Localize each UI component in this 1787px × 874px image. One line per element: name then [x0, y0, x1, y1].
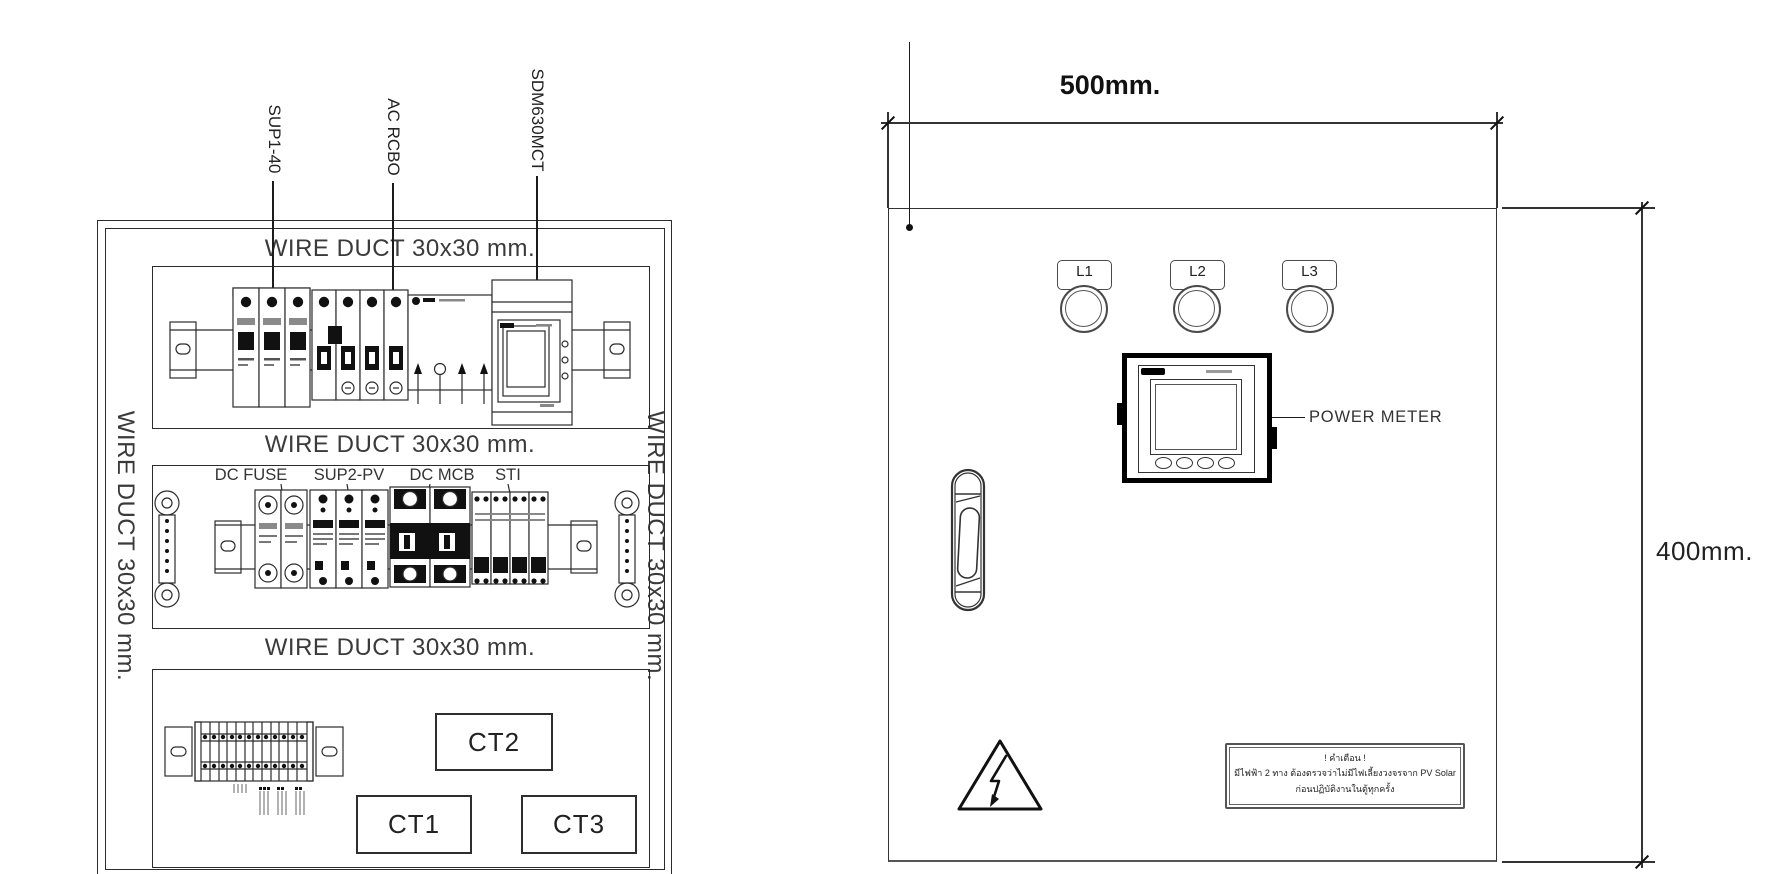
ct1-label: CT1 [387, 809, 441, 839]
warning-line-3: ก่อนปฏิบัติงานในตู้ทุกครั้ง [1295, 783, 1395, 794]
ac-section-box [152, 266, 650, 429]
power-meter-button-3 [1197, 457, 1214, 469]
dim-400-ext-bottom [1502, 861, 1655, 863]
door-handle [950, 468, 986, 612]
dim-500-ext-right [1496, 112, 1498, 208]
power-meter-clip-left [1117, 403, 1123, 425]
reference-dot [906, 224, 913, 231]
left-panel-inner-border [105, 228, 665, 870]
electrical-hazard-icon [957, 739, 1043, 811]
indicator-label-l2: L2 [1189, 263, 1206, 280]
callout-sdm630mct: SDM630MCT [528, 68, 547, 172]
pilot-lamp-l1 [1060, 285, 1108, 333]
ct1-box: CT1 [356, 795, 472, 854]
warning-label-text: ! คำเตือน ! มีไฟฟ้า 2 ทาง ต้องตรวจว่าไม่… [1229, 747, 1461, 805]
ct-section-box [152, 669, 650, 868]
reference-line [909, 42, 911, 228]
warning-line-1: ! คำเตือน ! [1324, 753, 1366, 763]
dc-row-label-dc-mcb: DC MCB [409, 466, 475, 484]
ac-din-rail-components [169, 279, 631, 426]
warning-label-plate: ! คำเตือน ! มีไฟฟ้า 2 ทาง ต้องตรวจว่าไม่… [1225, 743, 1465, 809]
dim-400-ext-top [1502, 207, 1655, 209]
left-panel-outer-border [97, 220, 672, 874]
indicator-label-l3: L3 [1301, 263, 1318, 280]
dim-500-text: 500mm. [1059, 70, 1161, 100]
indicator-tag-l1: L1 [1057, 260, 1112, 290]
power-meter-brand-mark [1141, 368, 1165, 375]
power-meter-button-4 [1218, 457, 1235, 469]
dc-section-box [152, 465, 650, 629]
callout-sup1-40: SUP1-40 [265, 104, 284, 174]
ct3-box: CT3 [521, 795, 637, 854]
power-meter-model-mark [1206, 370, 1232, 373]
dim-400-text: 400mm. [1656, 536, 1753, 566]
power-meter-leader [1272, 417, 1305, 419]
dc-row-label-sti: STI [495, 466, 521, 484]
pilot-lamp-l3 [1286, 285, 1334, 333]
wire-duct-label-middle: WIRE DUCT 30x30 mm. [264, 431, 536, 458]
callout-ac-rcbo-leader [392, 183, 394, 298]
power-meter-clip-right [1271, 427, 1277, 449]
ct2-label: CT2 [467, 726, 521, 757]
dim-500-line [881, 122, 1503, 124]
power-meter-screen-frame [1150, 379, 1242, 455]
dc-row-label-dc-fuse: DC FUSE [214, 466, 288, 484]
ct3-label: CT3 [552, 809, 606, 839]
power-meter-callout: POWER METER [1309, 408, 1443, 426]
dim-500-ext-left [887, 112, 889, 208]
pilot-lamp-l2 [1173, 285, 1221, 333]
wire-duct-label-top: WIRE DUCT 30x30 mm. [264, 235, 536, 262]
dc-row-label-sup2-pv: SUP2-PV [313, 466, 385, 484]
callout-ac-rcbo: AC RCBO [384, 98, 403, 176]
callout-sdm630mct-leader [536, 176, 538, 284]
indicator-label-l1: L1 [1076, 263, 1093, 280]
dim-400-line [1641, 202, 1643, 868]
power-meter-screen [1155, 384, 1237, 450]
ct2-box: CT2 [435, 713, 553, 771]
warning-line-2: มีไฟฟ้า 2 ทาง ต้องตรวจว่าไม่มีไฟเลี้ยงวง… [1234, 768, 1456, 779]
callout-sup1-40-leader [272, 181, 274, 302]
terminal-block [164, 721, 344, 815]
power-meter-button-1 [1155, 457, 1172, 469]
power-meter-button-2 [1176, 457, 1193, 469]
wire-duct-label-left: WIRE DUCT 30x30 mm. [112, 410, 139, 682]
dc-din-rail-components [154, 483, 640, 608]
wire-duct-label-bottom: WIRE DUCT 30x30 mm. [264, 634, 536, 661]
power-meter-face [1138, 365, 1255, 473]
